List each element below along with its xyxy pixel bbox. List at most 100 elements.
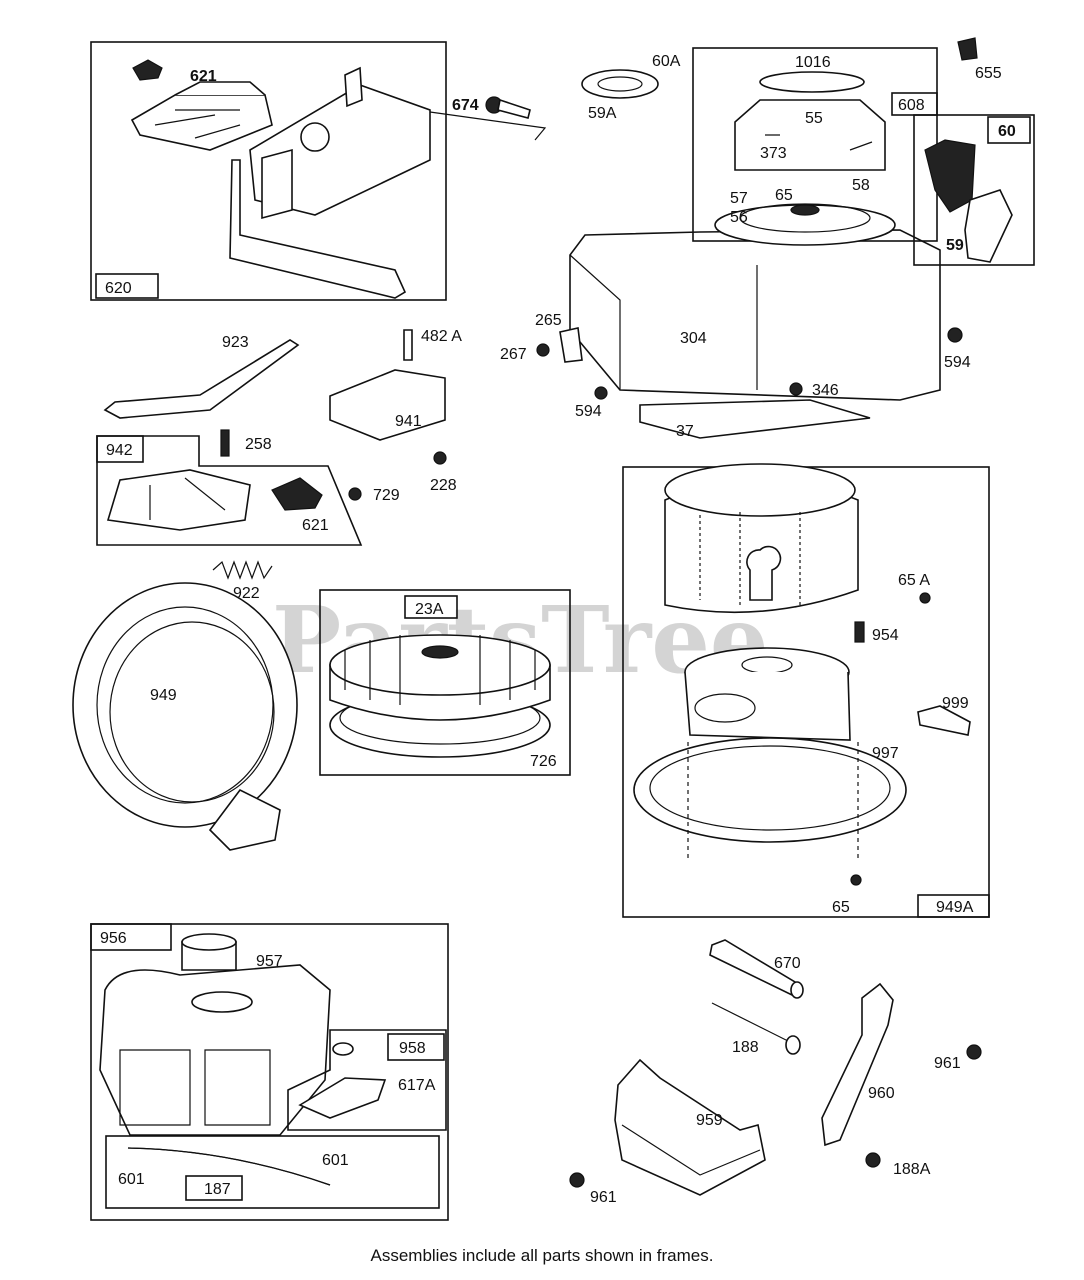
frame-942-tag (96, 435, 144, 463)
governor-plate-icon (106, 469, 251, 531)
label-373: 373 (760, 145, 787, 162)
assembly-23a: 23A 726 (319, 589, 571, 776)
label-59: 59 (946, 237, 964, 254)
label-60a: 60A (652, 53, 681, 70)
frame-949a-label: 949A (936, 899, 974, 916)
clip-655-icon (957, 37, 978, 61)
screw-594-left-icon (594, 386, 608, 400)
armature-949: 949 (72, 582, 298, 851)
label-594-right: 594 (944, 354, 971, 371)
frame-620-tag (95, 273, 159, 299)
starter-handle-icon (924, 139, 976, 213)
label-65-lower: 65 (832, 899, 850, 916)
label-959: 959 (696, 1112, 723, 1129)
bolt-188-icon (711, 1002, 791, 1043)
clip-729-icon (348, 487, 362, 501)
label-957: 957 (256, 953, 283, 970)
label-726: 726 (530, 753, 557, 770)
label-37: 37 (676, 423, 694, 440)
control-bracket-lower (229, 159, 407, 299)
frame-187-label: 187 (204, 1181, 231, 1198)
frame-958-label: 958 (399, 1040, 426, 1057)
label-961-left: 961 (590, 1189, 617, 1206)
control-plate-620 (130, 94, 273, 151)
frame-23a-tag (404, 595, 458, 619)
screw-674-icon (429, 96, 547, 141)
label-267: 267 (500, 346, 527, 363)
label-55: 55 (805, 110, 823, 127)
pin-482a-icon (403, 329, 413, 361)
frame-620 (90, 41, 447, 301)
handle-60a-icon (581, 69, 659, 99)
bracket-hole (300, 122, 330, 152)
label-65a-mid: 65 A (898, 572, 930, 589)
frame-956-label: 956 (100, 930, 127, 947)
screw-228-icon (433, 451, 447, 465)
frame-608-label: 608 (898, 97, 925, 114)
label-58: 58 (852, 177, 870, 194)
bracket-ear (344, 66, 363, 108)
label-960: 960 (868, 1085, 895, 1102)
screw-258-icon (220, 429, 230, 457)
label-59a: 59A (588, 105, 617, 122)
screw-961-left-icon (569, 1172, 585, 1188)
frame-956-tag (90, 923, 172, 951)
label-655: 655 (975, 65, 1002, 82)
label-617a: 617A (398, 1077, 436, 1094)
label-621-lower: 621 (302, 517, 329, 534)
label-265: 265 (535, 312, 562, 329)
frame-60-tag (987, 116, 1031, 144)
frame-187-tag (185, 1175, 243, 1201)
link-923-icon (103, 339, 300, 419)
label-57: 57 (730, 190, 748, 207)
label-729: 729 (373, 487, 400, 504)
blower-housing-304 (569, 229, 941, 401)
label-228: 228 (430, 477, 457, 494)
handle-insert-59-icon (964, 189, 1013, 263)
blower-housing-group: 60A 59A 655 304 608 1016 55 373 65 58 57… (500, 37, 1035, 440)
frame-942-label: 942 (106, 442, 133, 459)
label-954: 954 (872, 627, 899, 644)
bracket-tab (261, 148, 293, 220)
label-304: 304 (680, 330, 707, 347)
starter-cover-55 (734, 99, 886, 171)
assembly-956: 956 957 958 617A 187 601 601 (90, 923, 449, 1221)
clip-954-icon (854, 621, 865, 643)
label-188a: 188A (893, 1161, 931, 1178)
label-674: 674 (452, 97, 479, 114)
armature-mount-icon (208, 788, 281, 851)
label-601-right: 601 (322, 1152, 349, 1169)
label-65-upper: 65 (775, 187, 793, 204)
washer-617a-icon (332, 1042, 354, 1056)
assembly-620: 620 621 674 (90, 41, 547, 301)
screw-188a-icon (865, 1152, 881, 1168)
screw-267-icon (536, 343, 550, 357)
screw-65-lower-icon (850, 874, 862, 886)
label-482a: 482 A (421, 328, 462, 345)
bracket-959-icon (614, 1058, 766, 1196)
bracket-960-icon (821, 982, 894, 1147)
label-188: 188 (732, 1039, 759, 1056)
frame-187 (105, 1135, 440, 1209)
frame-949a-tag (917, 894, 990, 918)
bracket-265-icon (559, 327, 583, 363)
screw-594-right-icon (947, 327, 963, 343)
screw-65a-icon (919, 592, 931, 604)
baffle-37-icon (639, 399, 871, 439)
label-258: 258 (245, 436, 272, 453)
frame-23a (319, 589, 571, 776)
label-941: 941 (395, 413, 422, 430)
frame-958 (287, 1029, 447, 1131)
governor-group: 923 482 A 941 228 942 258 621 729 922 (96, 328, 462, 602)
fuel-line-icon (127, 1147, 331, 1186)
footer-note: Assemblies include all parts shown in fr… (370, 1246, 714, 1265)
label-60: 60 (998, 123, 1016, 140)
label-601-left: 601 (118, 1171, 145, 1188)
washer-1016-icon (759, 71, 865, 93)
clip-621-lower-icon (271, 477, 323, 511)
hardware-group: 670 188 960 961 188A 959 961 (569, 939, 982, 1206)
label-997: 997 (872, 745, 899, 762)
label-346: 346 (812, 382, 839, 399)
screw-961-right-icon (966, 1044, 982, 1060)
